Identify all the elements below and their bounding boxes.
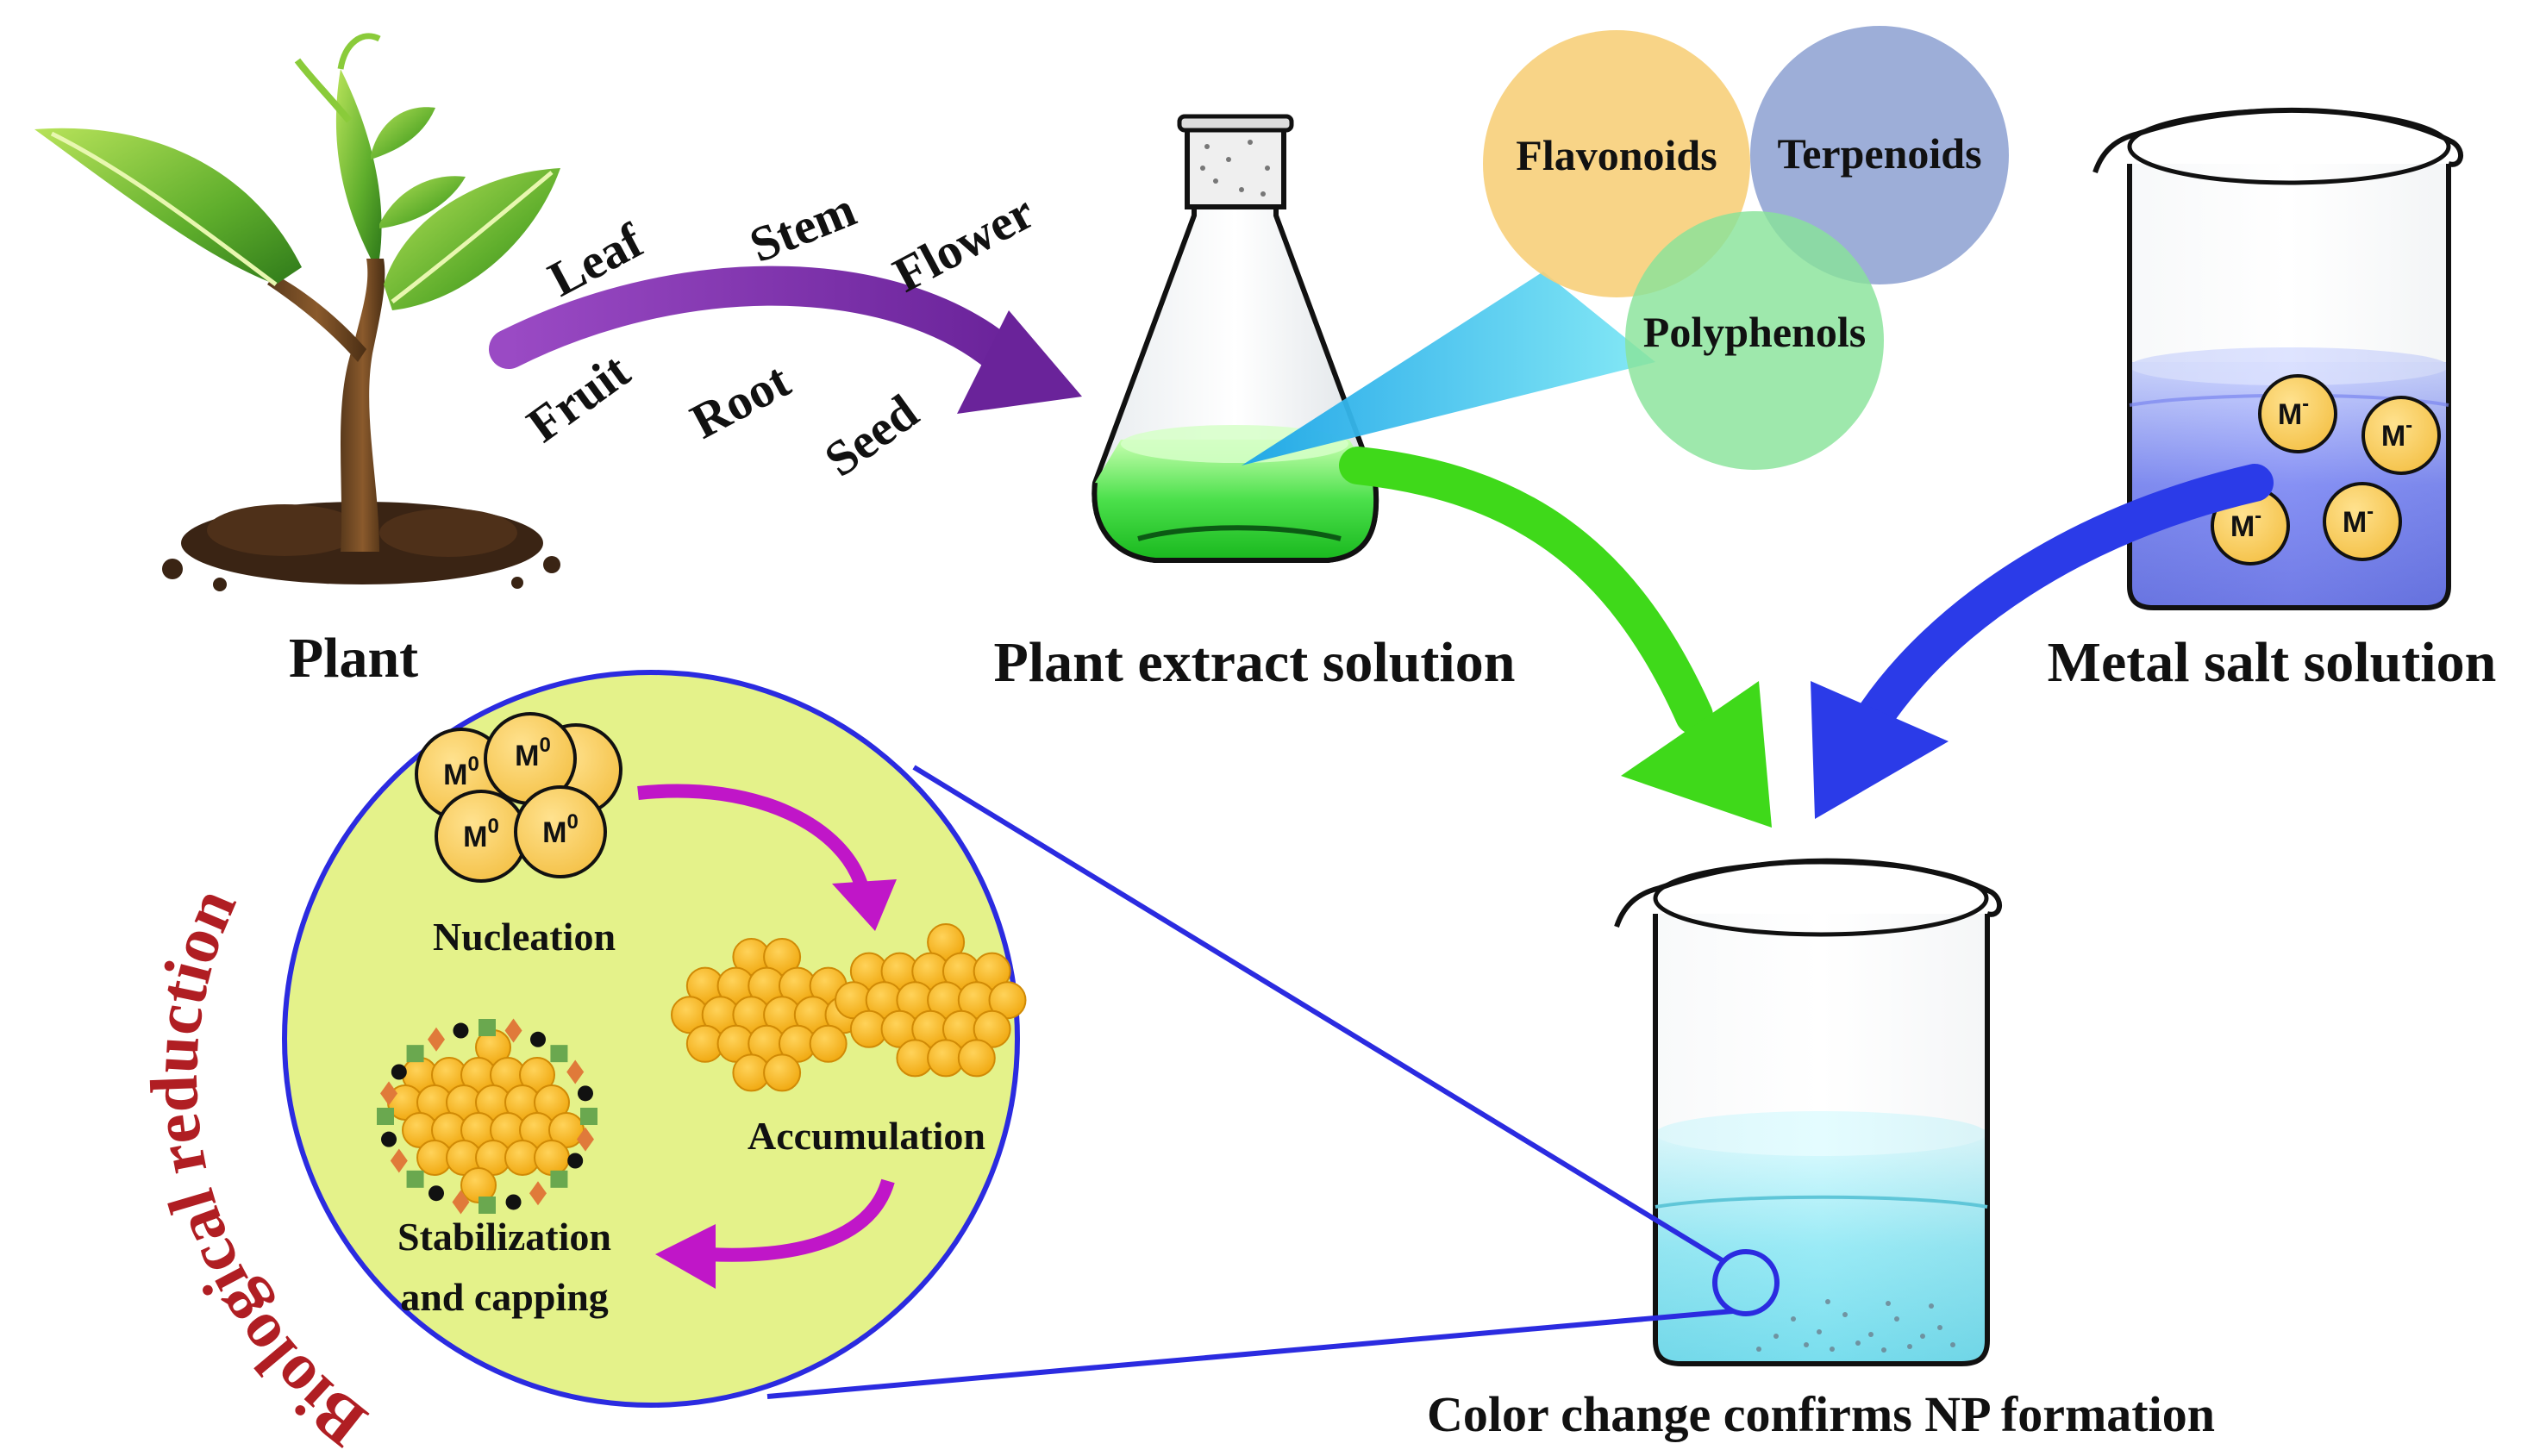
accumulation-cluster-left: [671, 938, 863, 1092]
plant-part-root: Root: [682, 352, 799, 450]
metal-atom-1-label: M0: [443, 753, 479, 791]
capping-agent: [452, 1190, 470, 1215]
capping-agent: [428, 1027, 445, 1052]
extract-label: Plant extract solution: [994, 631, 1516, 694]
plant-part-seed: Seed: [814, 384, 928, 488]
magenta-arrow-nucleation: [637, 784, 897, 931]
polyphenols-label: Polyphenols: [1643, 308, 1866, 356]
magenta-arrow-accumulation: [655, 1178, 895, 1289]
metal-ion-4: [2323, 482, 2402, 561]
metal-ion-1: [2258, 374, 2337, 453]
capping-agent: [406, 1045, 424, 1063]
result-label: Color change confirms NP formation: [1427, 1386, 2215, 1442]
nanoparticle: [809, 1024, 848, 1063]
metal-atom-3-label: M0: [463, 815, 499, 853]
blue-arrow: [1811, 464, 2274, 819]
capping-agent: [550, 1045, 568, 1063]
capping-agent: [406, 1170, 424, 1188]
nanoparticle: [957, 1039, 996, 1078]
plant-part-fruit: Fruit: [516, 342, 640, 453]
plant-label: Plant: [289, 627, 418, 690]
zoom-lines: [766, 765, 1734, 1399]
capping-agent: [566, 1059, 585, 1084]
stabilized-nanoparticle: [387, 1029, 585, 1203]
green-arrow: [1339, 447, 1772, 828]
nucleation-cluster: [415, 712, 622, 883]
accumulation-cluster-right: [835, 923, 1027, 1078]
result-beaker: [1614, 858, 2002, 1366]
magnifier-ring: [1712, 1249, 1780, 1316]
terpenoids-label: Terpenoids: [1777, 129, 1981, 178]
capping-agent: [391, 1064, 407, 1080]
capping-agent: [453, 1022, 469, 1039]
metal-atom-2-label: M0: [515, 734, 551, 772]
capping-agent: [530, 1031, 546, 1047]
purple-arrow: [489, 266, 1082, 414]
metal-ion-2: [2361, 396, 2441, 475]
metal-ion-2-label: M-: [2381, 414, 2412, 453]
metal-ion-4-label: M-: [2343, 500, 2374, 539]
compound-venn: [1483, 26, 2009, 470]
capping-agent: [504, 1018, 522, 1043]
capping-agent: [567, 1153, 584, 1169]
capping-agent: [377, 1108, 394, 1125]
capping-agent: [577, 1085, 593, 1102]
capping-agent: [529, 1181, 547, 1206]
plant-part-flower: Flower: [885, 183, 1043, 303]
capping-agents: [377, 1018, 597, 1215]
nucleation-label: Nucleation: [433, 915, 616, 959]
nanoparticle: [763, 1053, 802, 1092]
capping-agent: [390, 1148, 408, 1173]
metal-atom-4-label: M0: [542, 810, 579, 849]
conical-flask: [1092, 114, 1379, 563]
capping-agent: [580, 1108, 597, 1125]
capping-agent: [429, 1185, 444, 1202]
metal-ion-1-label: M-: [2278, 392, 2309, 431]
plant-illustration: [34, 33, 560, 591]
flavonoids-circle: [1483, 30, 1750, 297]
terpenoids-circle: [1750, 26, 2009, 284]
metal-ion-3-label: M-: [2230, 504, 2261, 543]
plant-part-stem: Stem: [742, 181, 864, 273]
flavonoids-label: Flavonoids: [1516, 131, 1717, 179]
accumulation-label: Accumulation: [748, 1114, 985, 1158]
stabilization-label-line1: Stabilization: [397, 1215, 611, 1259]
capping-agent: [479, 1019, 496, 1036]
nanoparticle: [534, 1140, 570, 1176]
zoom-beam: [1242, 272, 1655, 466]
capping-agent: [380, 1081, 398, 1106]
metal-salt-label: Metal salt solution: [2048, 631, 2497, 694]
capping-agent: [550, 1170, 568, 1188]
capping-agent: [479, 1197, 496, 1214]
capping-agent: [576, 1127, 594, 1152]
capping-agent: [505, 1194, 522, 1210]
polyphenols-circle: [1625, 211, 1884, 470]
capping-agent: [381, 1131, 397, 1147]
stabilization-label-line2: and capping: [400, 1275, 609, 1319]
